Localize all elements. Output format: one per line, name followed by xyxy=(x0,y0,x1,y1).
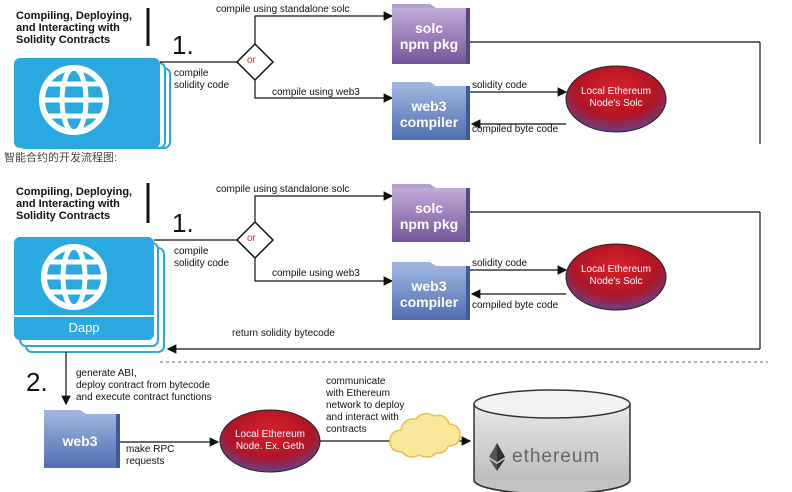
ethereum-wordmark: ethereum xyxy=(512,446,601,467)
title-line: Compiling, Deploying, xyxy=(16,10,133,22)
solidity-code-label: solidity code xyxy=(472,80,528,91)
web3-compile-label: compile using web3 xyxy=(272,87,360,98)
web3-folder xyxy=(44,410,120,468)
ethereum-logo-icon xyxy=(489,443,505,471)
generate-abi-label: generate ABI, deploy contract from bytec… xyxy=(76,368,212,403)
local-node-top xyxy=(565,65,667,133)
web3-compile-label-bottom: compile using web3 xyxy=(272,268,360,279)
top-title: Compiling, Deploying, and Interacting wi… xyxy=(16,10,132,46)
local-node-label-bottom: Local Ethereum Node's Solc xyxy=(580,264,652,287)
step-1-number: 1. xyxy=(172,208,194,238)
web3-compiler-label: web3 compiler xyxy=(399,98,459,130)
compile-label-bottom: compile solidity code xyxy=(174,246,230,269)
compile-label: compile solidity code xyxy=(174,68,230,91)
web3-compiler-label-bottom: web3 compiler xyxy=(399,278,459,310)
return-bytecode-label: return solidity bytecode xyxy=(232,328,335,339)
communicate-label: communicate with Ethereum network to dep… xyxy=(326,376,405,435)
step-2-number: 2. xyxy=(26,367,48,397)
title-line: Solidity Contracts xyxy=(16,34,111,46)
top-diagram xyxy=(14,4,761,149)
local-node-label: Local Ethereum Node's Solc xyxy=(580,86,652,109)
title-line: and Interacting with xyxy=(16,22,120,34)
cloud-icon xyxy=(389,412,461,458)
globe-icon xyxy=(39,65,109,135)
standalone-label-bottom: compile using standalone solc xyxy=(216,184,350,195)
solc-folder xyxy=(392,4,470,64)
or-label-bottom: or xyxy=(247,233,256,244)
geth-node-label: Local Ethereum Node. Ex. Geth xyxy=(234,429,306,452)
bottom-diagram xyxy=(14,183,768,492)
solc-folder-label: solc npm pkg xyxy=(399,20,459,52)
compiled-byte-label: compiled byte code xyxy=(472,124,559,135)
web3-folder-label: web3 xyxy=(62,433,98,449)
globe-icon-bottom xyxy=(41,244,107,310)
web3-compiler-folder xyxy=(392,82,470,140)
ethereum-database xyxy=(473,389,631,492)
or-label: or xyxy=(247,55,256,66)
step-number: 1. xyxy=(172,30,194,60)
bottom-title: Compiling, Deploying, and Interacting wi… xyxy=(16,186,133,222)
rpc-label: make RPC requests xyxy=(126,444,175,467)
dapp-label: Dapp xyxy=(68,320,100,335)
solc-folder-label-bottom: solc npm pkg xyxy=(399,200,459,232)
standalone-label: compile using standalone solc xyxy=(216,4,350,15)
solidity-code-label-bottom: solidity code xyxy=(472,258,528,269)
caption: 智能合约的开发流程图: xyxy=(4,152,118,164)
compiled-byte-label-bottom: compiled byte code xyxy=(472,300,559,311)
